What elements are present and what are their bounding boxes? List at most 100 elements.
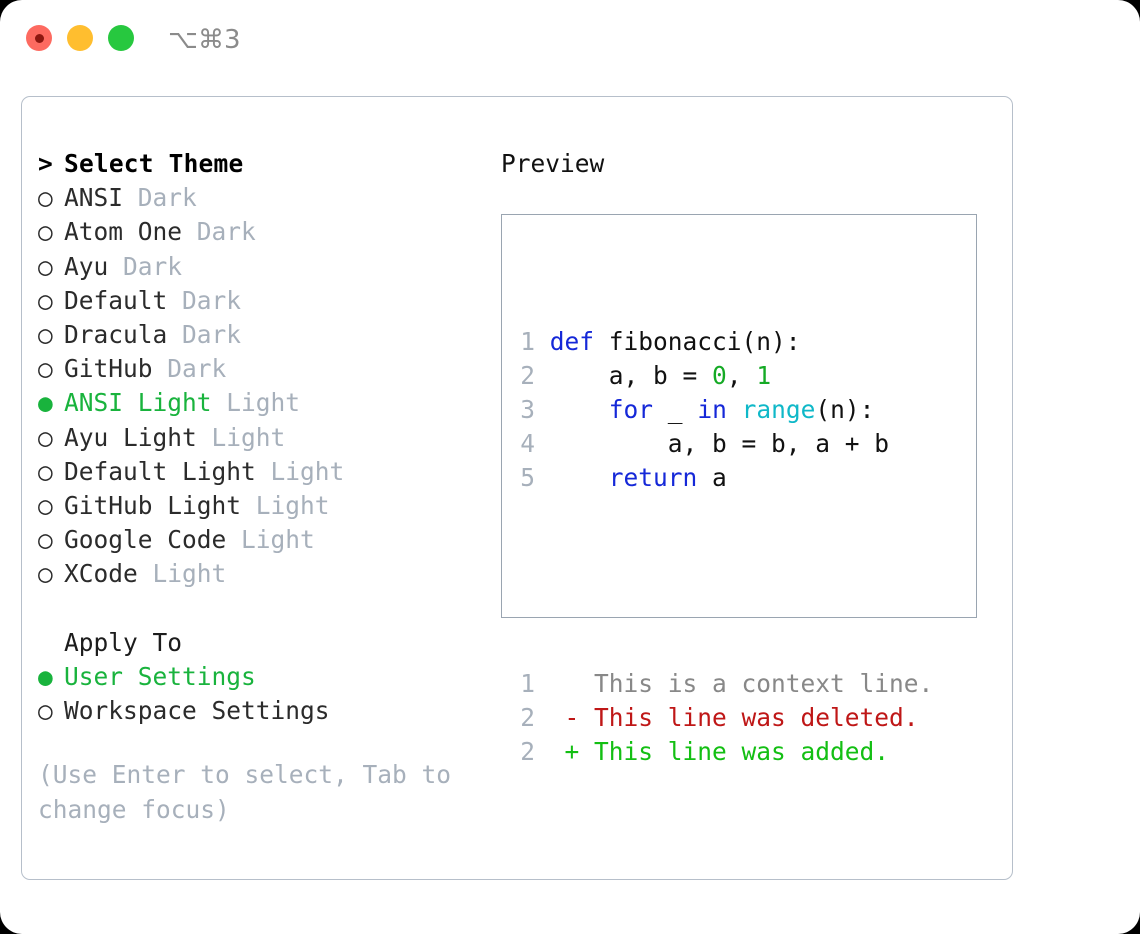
title-bar: ⌥⌘3: [0, 0, 1140, 80]
keyboard-hint-text: (Use Enter to select, Tab to change focu…: [38, 760, 452, 824]
apply-to-label: Apply To: [64, 627, 183, 657]
theme-name: GitHub: [64, 354, 153, 384]
heading-caret-icon: >: [38, 149, 53, 178]
code-token: fibonacci(n):: [594, 326, 801, 356]
theme-picker-heading: > Select Theme: [38, 147, 508, 181]
theme-list: ○ ANSI Dark ○ Atom One Dark ○ Ayu Dark ○ Defaul…: [38, 181, 508, 591]
line-number: 3: [520, 395, 535, 425]
theme-list-item[interactable]: ○ Dracula Dark: [38, 318, 508, 352]
radio-unselected-icon[interactable]: ○: [38, 525, 53, 555]
list-spacer: [38, 592, 508, 626]
radio-selected-icon[interactable]: ●: [38, 388, 53, 418]
theme-list-item[interactable]: ○Default Dark: [38, 284, 508, 318]
apply-to-item[interactable]: ● User Settings: [38, 660, 508, 694]
theme-name: Default: [64, 285, 168, 315]
theme-variant-label: Light: [241, 491, 330, 521]
code-token: def: [549, 326, 595, 356]
minimize-button-icon[interactable]: [67, 25, 93, 51]
diff-line: 2 + This line was added.: [513, 735, 933, 769]
code-token: return: [608, 463, 698, 493]
theme-name: GitHub Light: [64, 491, 242, 521]
radio-unselected-icon[interactable]: ○: [38, 251, 53, 281]
radio-unselected-icon[interactable]: ○: [38, 456, 53, 486]
theme-list-item[interactable]: ○ ANSI Dark: [38, 181, 508, 215]
diff-line: 1 This is a context line.: [513, 667, 933, 701]
code-token: [550, 463, 609, 492]
page-title: Select Theme: [64, 149, 244, 178]
code-line: 5 return a: [513, 461, 933, 495]
apply-to-item[interactable]: ○ Workspace Settings: [38, 694, 508, 728]
theme-variant-label: Dark: [123, 183, 197, 213]
theme-list-item[interactable]: ○ Ayu Dark: [38, 250, 508, 284]
theme-name: ANSI Light: [64, 388, 212, 418]
theme-list-item[interactable]: ● ANSI Light Light: [38, 386, 508, 420]
line-number: 2: [520, 360, 535, 390]
diff-text: This line was deleted.: [579, 702, 919, 732]
theme-list-item[interactable]: ○ GitHub Light Light: [38, 489, 508, 523]
line-number: 4: [520, 429, 535, 459]
code-line: 4 a, b = b, a + b: [513, 427, 933, 461]
theme-variant-label: Dark: [167, 320, 242, 350]
theme-variant-label: Light: [211, 388, 301, 418]
radio-unselected-icon[interactable]: ○: [38, 422, 53, 452]
theme-variant-label: Light: [196, 422, 286, 452]
code-line: 3 for _ in range(n):: [513, 393, 933, 427]
theme-name: Ayu Light: [64, 422, 197, 452]
radio-unselected-icon[interactable]: ○: [38, 320, 53, 350]
apply-to-name: User Settings: [64, 662, 256, 692]
theme-list-item[interactable]: ○Default Light Light: [38, 455, 508, 489]
theme-list-item[interactable]: ○ Google Code Light: [38, 523, 508, 557]
code-token: _: [653, 395, 698, 425]
code-token: for: [608, 395, 654, 425]
theme-list-item[interactable]: ○ Ayu Light Light: [38, 421, 508, 455]
line-number: 2: [520, 702, 535, 732]
code-token: in: [697, 395, 727, 425]
theme-list-item[interactable]: ○GitHub Dark: [38, 352, 508, 386]
radio-selected-icon[interactable]: ●: [38, 662, 53, 692]
preview-heading: Preview: [501, 149, 605, 178]
radio-unselected-icon[interactable]: ○: [38, 354, 53, 384]
diff-text: This is a context line.: [579, 668, 934, 698]
zoom-button-icon[interactable]: [108, 25, 134, 51]
code-token: (n):: [815, 395, 875, 425]
diff-sample: 1 This is a context line.2 - This line w…: [513, 667, 933, 770]
line-number: 1: [520, 668, 535, 698]
theme-name: Ayu: [64, 251, 109, 281]
theme-picker-column: > Select Theme ○ ANSI Dark ○ Atom One Dark ○ A…: [38, 147, 508, 827]
radio-unselected-icon[interactable]: ○: [38, 696, 53, 726]
theme-name: Default Light: [64, 456, 256, 486]
line-number: 1: [520, 326, 535, 356]
diff-sign: +: [564, 737, 580, 767]
radio-unselected-icon[interactable]: ○: [38, 217, 53, 247]
theme-variant-label: Light: [226, 525, 315, 555]
content-panel: > Select Theme ○ ANSI Dark ○ Atom One Dark ○ A…: [21, 96, 1013, 880]
diff-sign: [565, 669, 580, 698]
radio-unselected-icon[interactable]: ○: [38, 491, 53, 521]
theme-name: ANSI: [64, 183, 124, 213]
theme-name: Google Code: [64, 525, 227, 555]
code-token: [550, 395, 609, 424]
radio-unselected-icon[interactable]: ○: [38, 559, 53, 589]
code-token: 0: [712, 360, 727, 390]
theme-variant-label: Dark: [108, 251, 183, 281]
radio-unselected-icon[interactable]: ○: [38, 285, 53, 315]
theme-name: Atom One: [64, 217, 183, 247]
line-number: 5: [520, 463, 535, 493]
apply-to-name: Workspace Settings: [64, 696, 330, 726]
line-number: 2: [520, 737, 535, 767]
theme-list-item[interactable]: ○ Atom One Dark: [38, 215, 508, 249]
code-token: a, b =: [549, 360, 713, 390]
code-line: 1 def fibonacci(n):: [513, 325, 933, 359]
window-shortcut-label: ⌥⌘3: [168, 25, 241, 55]
close-button-icon[interactable]: [26, 25, 52, 51]
radio-unselected-icon[interactable]: ○: [38, 183, 53, 213]
traffic-lights: [26, 25, 134, 51]
code-token: ,: [726, 360, 757, 390]
theme-name: Dracula: [64, 320, 168, 350]
theme-variant-label: Dark: [182, 217, 256, 247]
theme-list-item[interactable]: ○XCode Light: [38, 557, 508, 591]
diff-line: 2 - This line was deleted.: [513, 701, 933, 735]
